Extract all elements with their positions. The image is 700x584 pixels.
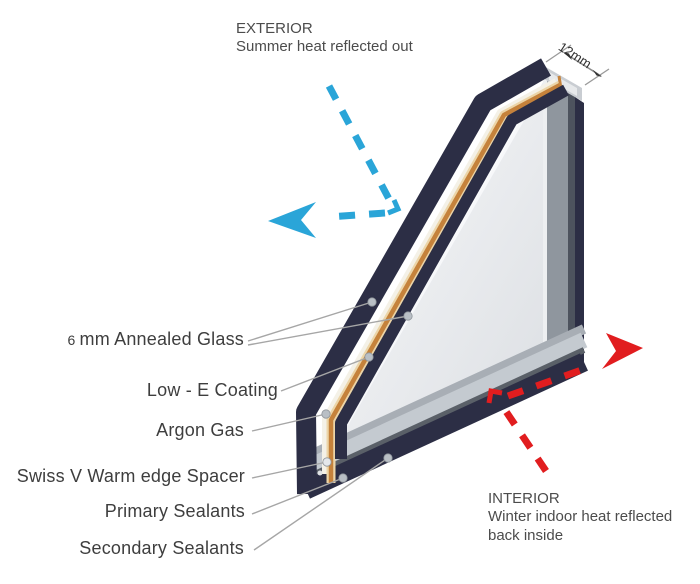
interior-note: INTERIOR Winter indoor heat reflected ba… bbox=[488, 490, 672, 545]
cavity-gap-line bbox=[322, 78, 558, 474]
red-dashes-incoming bbox=[498, 402, 549, 473]
leader-primary bbox=[251, 477, 344, 515]
exterior-title: EXTERIOR bbox=[236, 20, 313, 37]
red-bounce-mark bbox=[486, 388, 503, 404]
leader-dot bbox=[367, 297, 377, 307]
leader-dot bbox=[364, 352, 374, 362]
leader-dot bbox=[338, 473, 348, 483]
right-edge-highlight bbox=[543, 79, 547, 391]
spacer-perforation bbox=[317, 470, 323, 476]
leader-annealed-inner bbox=[247, 315, 409, 346]
blue-arrowhead bbox=[268, 202, 316, 238]
leader-annealed-outer bbox=[247, 301, 373, 342]
exterior-note: EXTERIOR Summer heat reflected out bbox=[236, 20, 413, 57]
label-secondary-sealants: Secondary Sealants bbox=[79, 538, 244, 558]
label-low-e-coating: Low - E Coating bbox=[146, 380, 278, 400]
dim-extension-line bbox=[545, 44, 572, 63]
bottom-backpane-shadow bbox=[303, 324, 587, 462]
red-dashes-outgoing bbox=[506, 363, 592, 400]
primary-sealant-band bbox=[304, 347, 586, 481]
leader-low-e bbox=[280, 356, 370, 392]
exterior-subtitle: Summer heat reflected out bbox=[236, 38, 413, 56]
dim-arrowhead-left bbox=[563, 52, 572, 60]
leader-spacer bbox=[251, 461, 328, 479]
annealed-glass-text: mm Annealed Glass bbox=[79, 329, 244, 349]
exterior-heat-arrow bbox=[268, 84, 402, 238]
label-argon-gas: Argon Gas bbox=[156, 420, 244, 440]
outer-pane-edge bbox=[296, 58, 551, 495]
interior-title: INTERIOR bbox=[488, 490, 560, 507]
label-primary-sealants: Primary Sealants bbox=[104, 501, 245, 521]
leader-dot bbox=[322, 457, 332, 467]
inner-pane-edge bbox=[335, 84, 569, 459]
leader-secondary bbox=[253, 457, 389, 551]
interior-line2: back inside bbox=[488, 526, 564, 544]
low-e-coating-line bbox=[328, 83, 562, 483]
leader-lines bbox=[247, 301, 409, 551]
argon-gap-side bbox=[547, 81, 568, 389]
blue-bounce-mark bbox=[387, 198, 402, 216]
blue-dashes-outgoing bbox=[328, 209, 386, 221]
leader-argon bbox=[251, 413, 327, 432]
annealed-glass-size: 6 bbox=[67, 332, 76, 348]
leader-dot bbox=[321, 409, 331, 419]
red-arrowhead bbox=[602, 333, 643, 369]
dim-arrowhead-right bbox=[592, 69, 602, 77]
top-spacer-channel bbox=[549, 72, 577, 96]
leader-dot bbox=[403, 311, 413, 321]
glass-unit bbox=[296, 58, 588, 499]
leader-dot bbox=[383, 453, 393, 463]
dimension-12mm bbox=[545, 44, 610, 86]
label-warm-edge-spacer: Swiss V Warm edge Spacer bbox=[16, 466, 245, 486]
dim-extension-line bbox=[584, 68, 610, 86]
interior-heat-arrow bbox=[486, 333, 643, 473]
interior-line1: Winter indoor heat reflected bbox=[488, 508, 673, 526]
leader-dots bbox=[321, 297, 413, 483]
spacer-bar bbox=[302, 332, 588, 476]
inner-pane-side bbox=[568, 93, 575, 379]
blue-dashes-incoming bbox=[325, 84, 393, 201]
secondary-sealant-edge bbox=[575, 97, 584, 376]
